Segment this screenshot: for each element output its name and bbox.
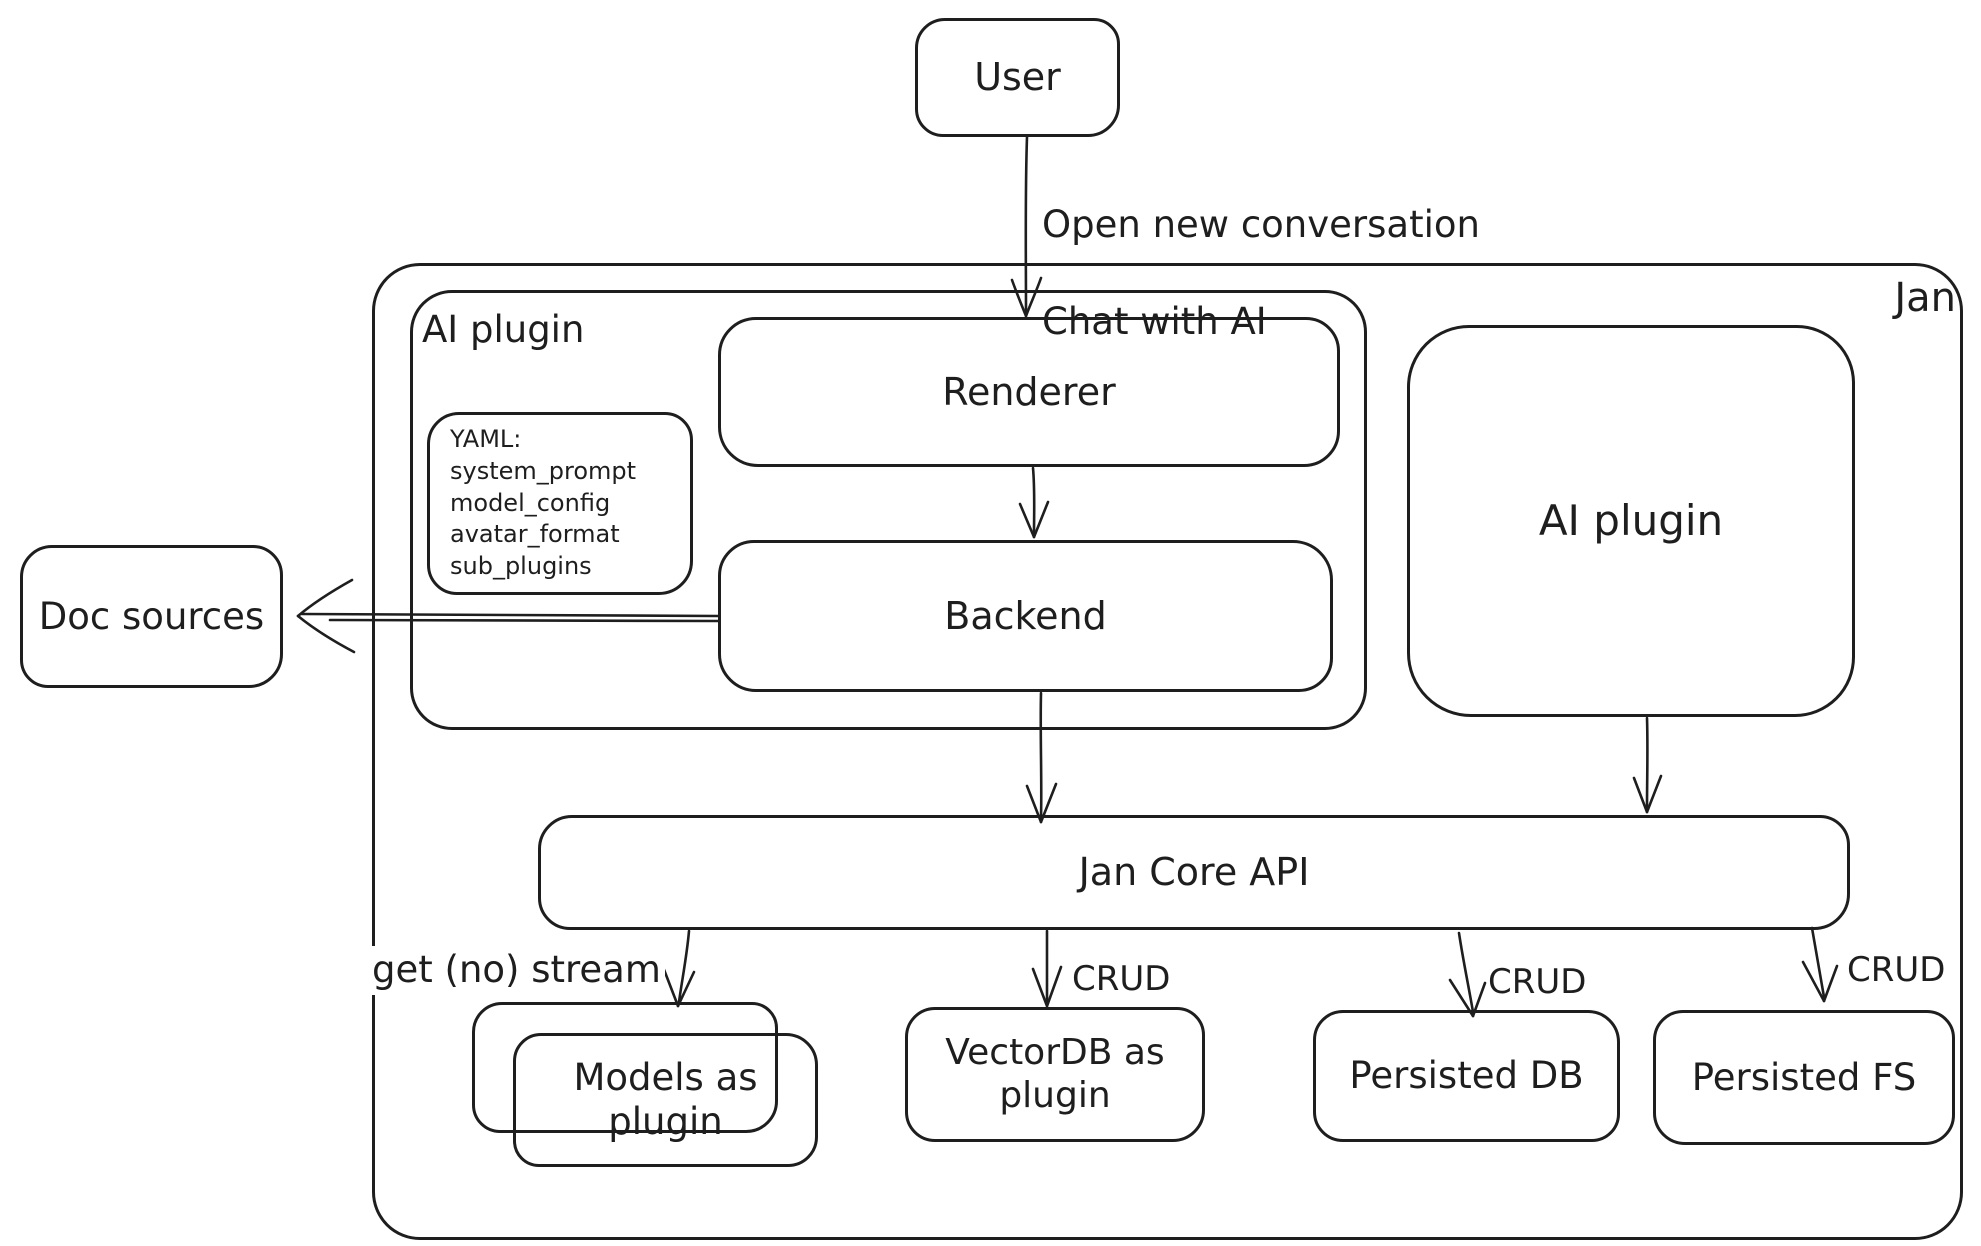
doc-sources-node: Doc sources (20, 545, 283, 688)
models-as-plugin-node-label: Models as plugin (573, 1056, 758, 1143)
persisted-fs-node-label: Persisted FS (1691, 1055, 1917, 1099)
yaml-note-line: model_config (450, 488, 611, 517)
jan-core-api-node-label: Jan Core API (1078, 850, 1310, 895)
yaml-note-text: YAML: system_prompt model_config avatar_… (430, 424, 690, 584)
user-node: User (915, 18, 1120, 137)
vectordb-as-plugin-node: VectorDB as plugin (905, 1007, 1205, 1142)
yaml-note: YAML: system_prompt model_config avatar_… (427, 412, 693, 595)
ai-plugin-node: AI plugin (1407, 325, 1855, 717)
models-as-plugin-node: Models as plugin (513, 1033, 818, 1167)
user-node-label: User (974, 55, 1061, 100)
jan-container-label: Jan (1894, 275, 1956, 321)
edge-label-line2: Chat with AI (1042, 300, 1267, 344)
yaml-note-line: system_prompt (450, 456, 637, 485)
persisted-db-node: Persisted DB (1313, 1010, 1620, 1142)
renderer-node: Renderer (718, 317, 1340, 467)
jan-core-api-node: Jan Core API (538, 815, 1850, 930)
edge-label-crud-vectordb: CRUD (1072, 959, 1171, 999)
persisted-db-node-label: Persisted DB (1349, 1054, 1584, 1098)
ai-plugin-group-container (410, 290, 1367, 730)
doc-sources-node-label: Doc sources (38, 594, 265, 638)
yaml-note-line: YAML: (450, 424, 522, 453)
edge-label-crud-persisted-fs: CRUD (1847, 950, 1946, 990)
vectordb-as-plugin-node-label: VectorDB as plugin (945, 1032, 1165, 1116)
backend-node: Backend (718, 540, 1333, 692)
edge-label-crud-persisted-db: CRUD (1488, 962, 1587, 1002)
edge-label-open-conversation: Open new conversation Chat with AI (1042, 152, 1480, 396)
ai-plugin-group-label: AI plugin (422, 308, 585, 351)
yaml-note-line: avatar_format (450, 520, 620, 549)
backend-node-label: Backend (944, 593, 1107, 638)
persisted-fs-node: Persisted FS (1653, 1010, 1955, 1145)
edge-label-get-no-stream: get (no) stream (368, 946, 665, 995)
yaml-note-line: sub_plugins (450, 552, 592, 581)
ai-plugin-node-label: AI plugin (1538, 496, 1724, 546)
edge-label-line1: Open new conversation (1042, 202, 1480, 246)
models-as-plugin-back-box (472, 1002, 778, 1133)
renderer-node-label: Renderer (942, 369, 1116, 414)
jan-container (372, 263, 1963, 1240)
